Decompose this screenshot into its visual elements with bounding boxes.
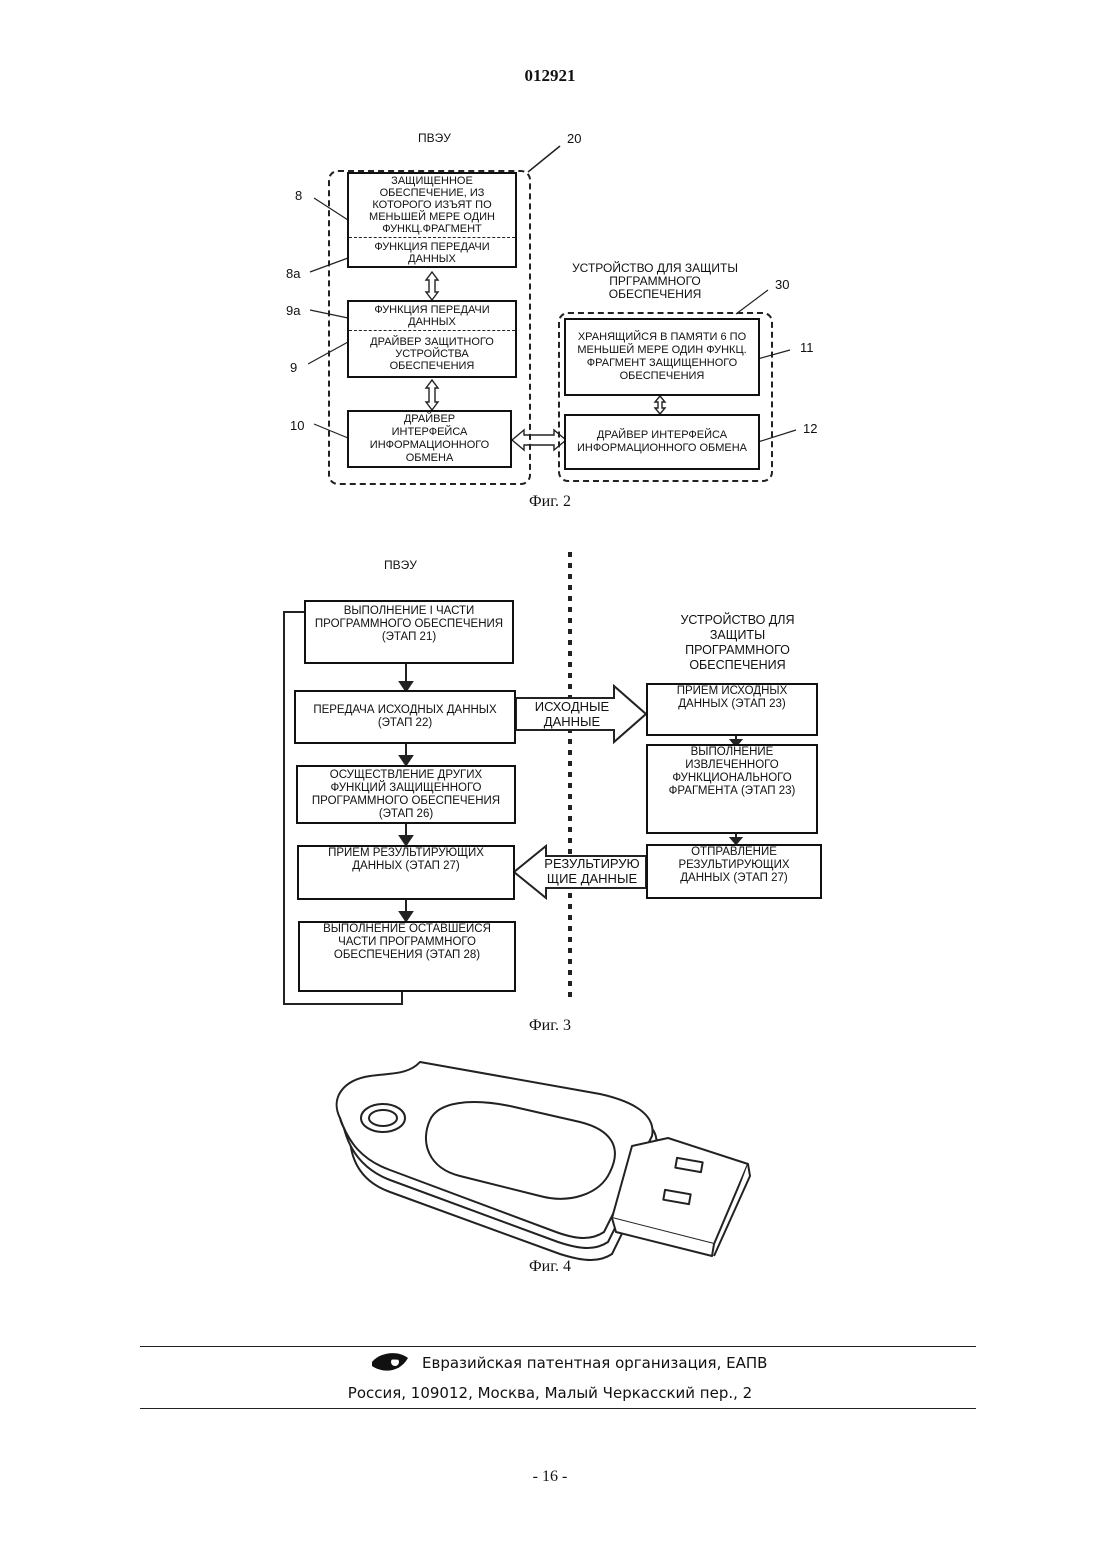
footer-address: Россия, 109012, Москва, Малый Черкасский…: [0, 1384, 1100, 1402]
footer-org: Евразийская патентная организация, ЕАПВ: [422, 1354, 767, 1372]
footer-bottom-rule: [140, 1408, 976, 1409]
page-number: - 16 -: [0, 1468, 1100, 1486]
